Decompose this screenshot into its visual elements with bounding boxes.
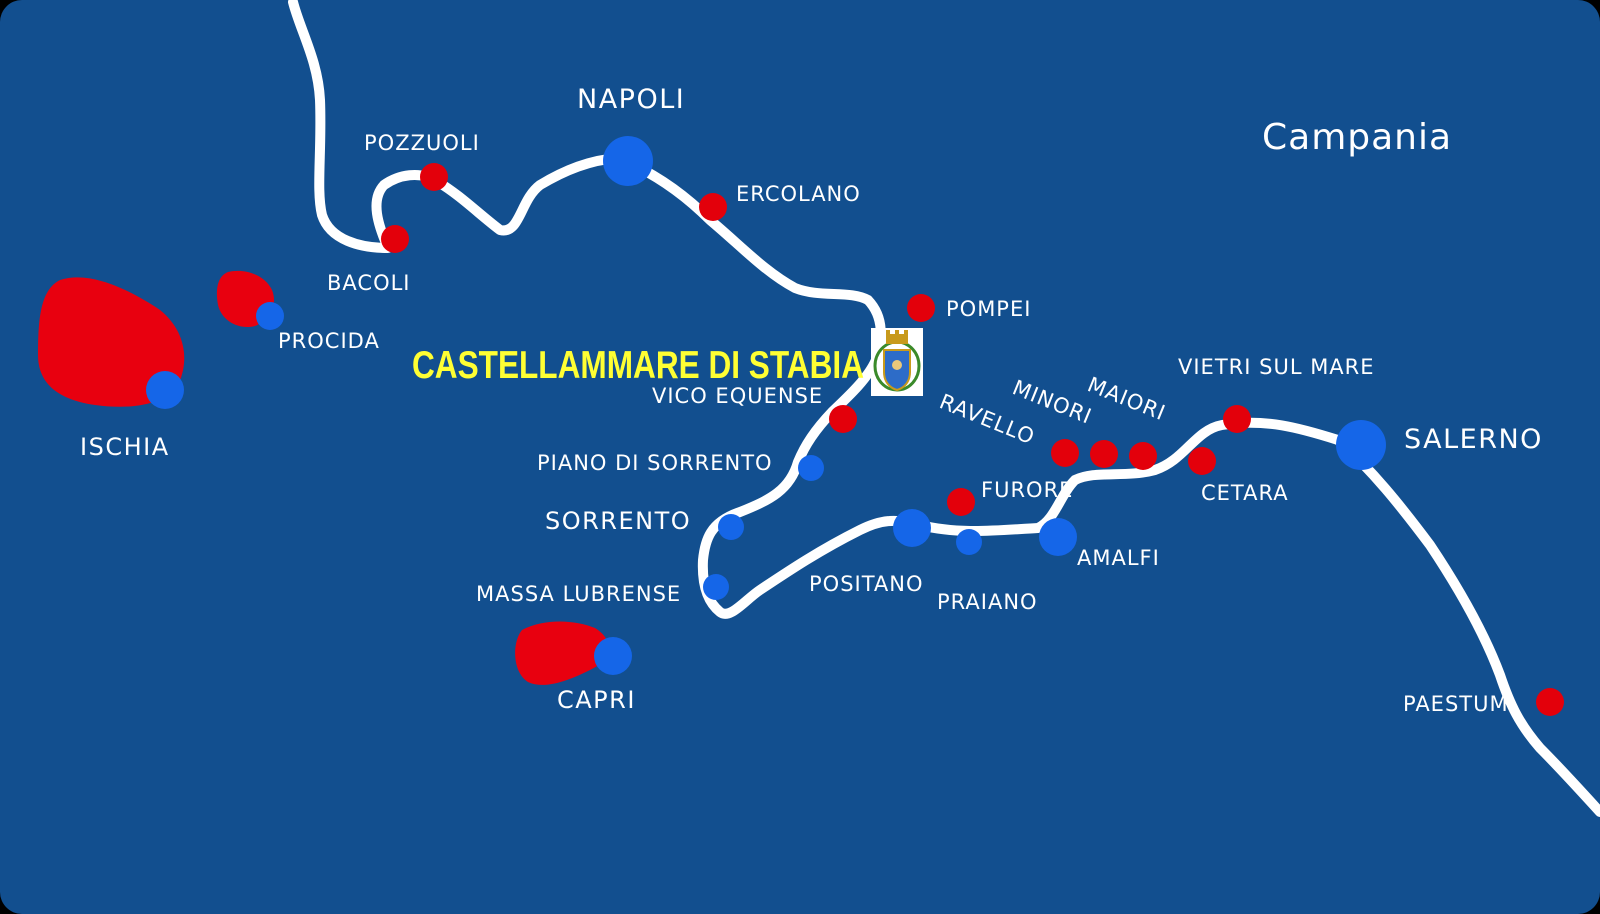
label-pompei: POMPEI [946,297,1031,321]
point-ravello[interactable] [1051,439,1079,467]
point-capri[interactable] [594,637,632,675]
highlight-town-label: CASTELLAMMARE DI STABIA [412,344,864,387]
point-piano-di-sorrento[interactable] [798,455,824,481]
label-ischia: ISCHIA [80,433,170,461]
label-cetara: CETARA [1201,481,1289,505]
point-pozzuoli[interactable] [420,163,448,191]
point-napoli[interactable] [603,136,653,186]
point-vietri-sul-mare[interactable] [1223,405,1251,433]
point-cetara[interactable] [1188,447,1216,475]
point-furore[interactable] [947,488,975,516]
ischia-island [38,277,185,407]
label-capri: CAPRI [557,686,636,714]
label-napoli: NAPOLI [577,84,685,115]
point-vico-equense[interactable] [829,405,857,433]
point-paestum[interactable] [1536,688,1564,716]
label-pozzuoli: POZZUOLI [364,131,480,155]
label-furore: FURORE [981,478,1073,502]
castellammare-coat-of-arms-icon [871,328,923,396]
label-piano-di-sorrento: PIANO DI SORRENTO [537,451,773,475]
point-procida[interactable] [256,302,284,330]
point-ercolano[interactable] [699,193,727,221]
point-salerno[interactable] [1336,420,1386,470]
label-vietri-sul-mare: VIETRI SUL MARE [1178,355,1375,379]
point-massa-lubrense[interactable] [703,574,729,600]
point-sorrento[interactable] [718,514,744,540]
label-positano: POSITANO [809,572,924,596]
point-praiano[interactable] [956,529,982,555]
label-praiano: PRAIANO [937,590,1038,614]
point-ischia[interactable] [146,371,184,409]
point-pompei[interactable] [907,294,935,322]
region-label: Campania [1262,117,1452,158]
point-amalfi[interactable] [1039,518,1077,556]
red-points [381,163,1564,716]
label-massa-lubrense: MASSA LUBRENSE [476,582,681,606]
label-procida: PROCIDA [278,329,380,353]
point-minori[interactable] [1090,440,1118,468]
label-salerno: SALERNO [1404,424,1543,455]
label-ercolano: ERCOLANO [736,182,861,206]
label-paestum: PAESTUM [1403,692,1509,716]
point-positano[interactable] [893,509,931,547]
capri-island [515,621,609,685]
point-maiori[interactable] [1129,442,1157,470]
point-bacoli[interactable] [381,225,409,253]
label-amalfi: AMALFI [1077,546,1160,570]
label-vico-equense: VICO EQUENSE [652,384,823,408]
label-sorrento: SORRENTO [545,507,691,535]
label-bacoli: BACOLI [327,271,411,295]
blue-points [146,136,1386,675]
